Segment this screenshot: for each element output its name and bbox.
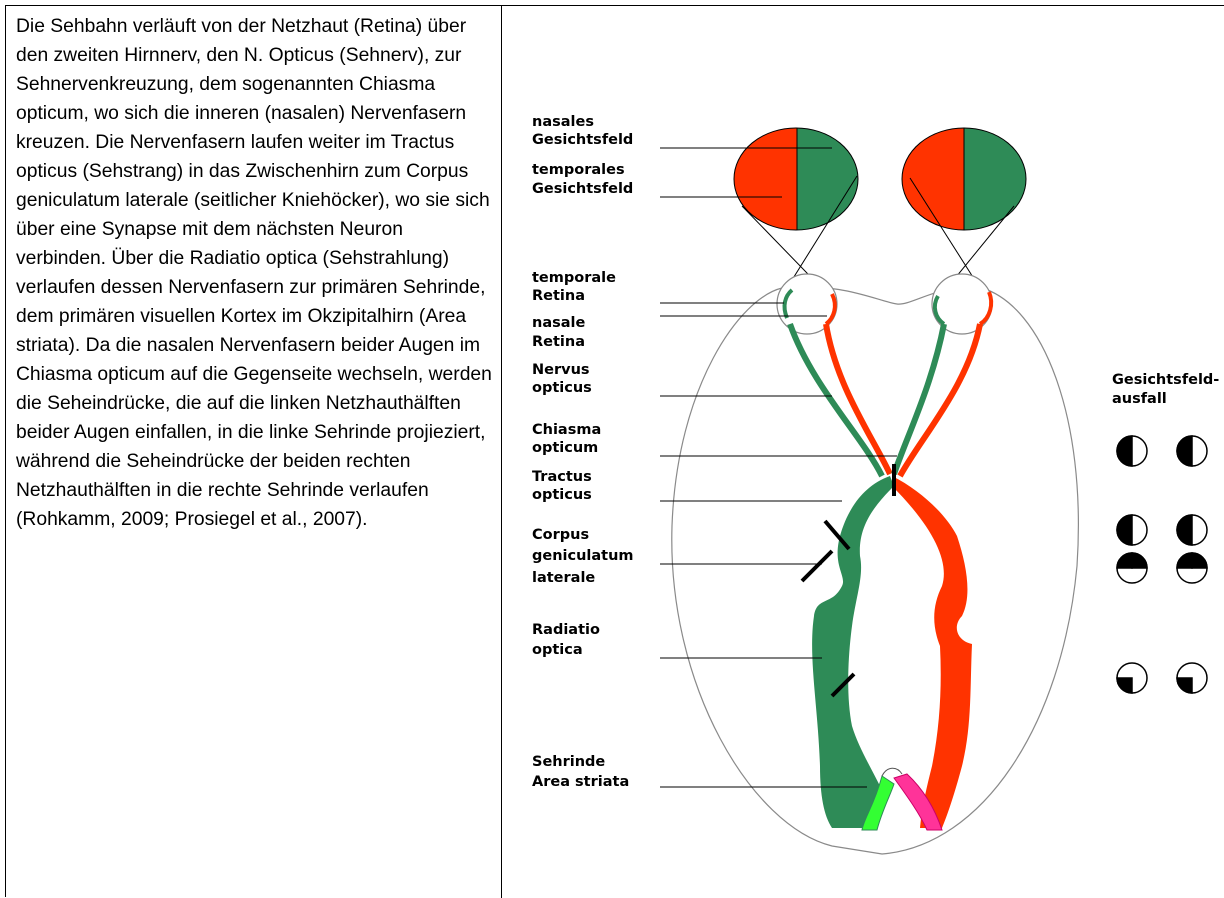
label-temporal-field-2: Gesichtsfeld (532, 181, 633, 197)
label-deficit-2: ausfall (1112, 391, 1167, 407)
body-paragraph: Die Sehbahn verläuft von der Netzhaut (R… (16, 12, 494, 534)
label-tractus-2: opticus (532, 487, 592, 503)
left-optic-nerve-red (826, 324, 890, 474)
right-optic-nerve-green (894, 324, 944, 474)
cortex-fissure (882, 768, 902, 776)
label-sehrinde-1: Sehrinde (532, 754, 605, 770)
left-visual-field (732, 126, 862, 236)
label-nasal-retina-2: Retina (532, 334, 585, 350)
label-chiasma-1: Chiasma (532, 422, 601, 438)
label-temporal-field-1: temporales (532, 162, 625, 178)
deficit-row-3 (1117, 553, 1207, 583)
label-nasal-field-2: Gesichtsfeld (532, 132, 633, 148)
deficit-row-4 (1117, 663, 1207, 693)
visual-pathway-diagram: nasales Gesichtsfeld temporales Gesichts… (502, 6, 1224, 898)
deficit-symbols (1117, 436, 1207, 693)
left-tract-and-radiation (812, 476, 894, 828)
visual-pathway-figure: nasales Gesichtsfeld temporales Gesichts… (502, 6, 1224, 898)
label-nervus-1: Nervus (532, 362, 590, 378)
label-chiasma-2: opticum (532, 440, 598, 456)
left-optic-nerve-green (790, 324, 882, 476)
label-radiatio-1: Radiatio (532, 622, 600, 638)
deficit-row-1 (1117, 436, 1207, 466)
right-visual-field (900, 126, 1030, 236)
document-table: Die Sehbahn verläuft von der Netzhaut (R… (5, 5, 1224, 897)
label-nervus-2: opticus (532, 380, 592, 396)
deficit-row-2 (1117, 515, 1207, 545)
label-deficit-1: Gesichtsfeld- (1112, 372, 1219, 388)
label-corpus-3: laterale (532, 570, 595, 586)
label-temporal-retina-1: temporale (532, 270, 616, 286)
label-corpus-2: geniculatum (532, 548, 634, 564)
label-corpus-1: Corpus (532, 527, 589, 543)
label-sehrinde-2: Area striata (532, 774, 629, 790)
label-temporal-retina-2: Retina (532, 288, 585, 304)
label-nasal-retina-1: nasale (532, 315, 585, 331)
label-nasal-field-1: nasales (532, 114, 594, 130)
head-outline (672, 287, 1079, 854)
label-radiatio-2: optica (532, 642, 583, 658)
label-tractus-1: Tractus (532, 469, 592, 485)
